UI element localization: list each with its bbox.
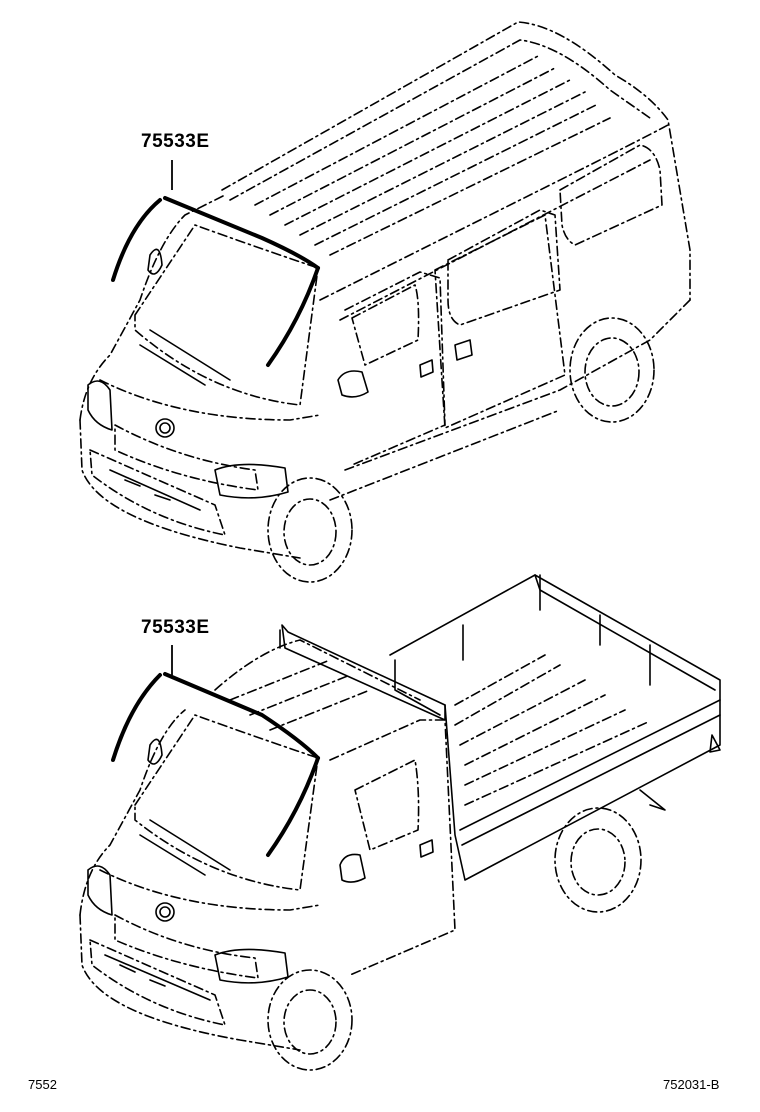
van-cab-front — [79, 194, 226, 421]
van-sliding-door — [434, 214, 566, 429]
truck-cab-roof — [214, 639, 421, 701]
truck-windshield-frame — [134, 714, 319, 891]
van-emblem — [155, 418, 175, 438]
van-front-wheel — [267, 477, 353, 583]
van-headlight-left — [87, 380, 113, 431]
van-side-window-1 — [447, 209, 561, 326]
van-side-upper — [319, 124, 669, 301]
van-front-door — [344, 271, 446, 466]
truck-cab-front — [79, 709, 186, 916]
van-windshield-glass — [111, 198, 162, 282]
figure-id: 752031-B — [663, 1077, 720, 1092]
section-number: 7552 — [28, 1077, 57, 1092]
van-part-callout[interactable]: 75533E — [141, 131, 210, 152]
truck-part-callout[interactable]: 75533E — [141, 617, 210, 638]
van-illustration — [79, 21, 691, 583]
van-side-mirror — [337, 370, 369, 398]
van-roof-outline — [221, 21, 691, 301]
truck-side-rail — [459, 699, 721, 846]
truck-windshield-glass — [111, 673, 162, 762]
van-roof-ribs — [254, 54, 611, 256]
van-bumper — [89, 449, 226, 536]
van-side-window-2 — [559, 144, 663, 246]
truck-wiper — [139, 819, 231, 876]
truck-cab-side — [329, 719, 456, 976]
truck-front-wheel — [267, 969, 353, 1071]
van-windshield-frame — [134, 224, 319, 406]
van-rear-wheel — [569, 317, 655, 423]
truck-side-mirror — [339, 853, 366, 883]
truck-grille — [114, 914, 259, 979]
truck-bumper — [89, 939, 226, 1026]
van-headlight-right — [214, 463, 289, 499]
truck-bed-ribs — [454, 654, 649, 806]
van-grille — [114, 424, 259, 491]
truck-rear-wheel — [554, 807, 642, 913]
truck-emblem — [155, 902, 175, 922]
truck-illustration — [79, 574, 721, 1071]
truck-cargo-bed — [389, 574, 721, 881]
truck-headlight-left — [87, 865, 113, 916]
van-wiper — [139, 329, 231, 386]
